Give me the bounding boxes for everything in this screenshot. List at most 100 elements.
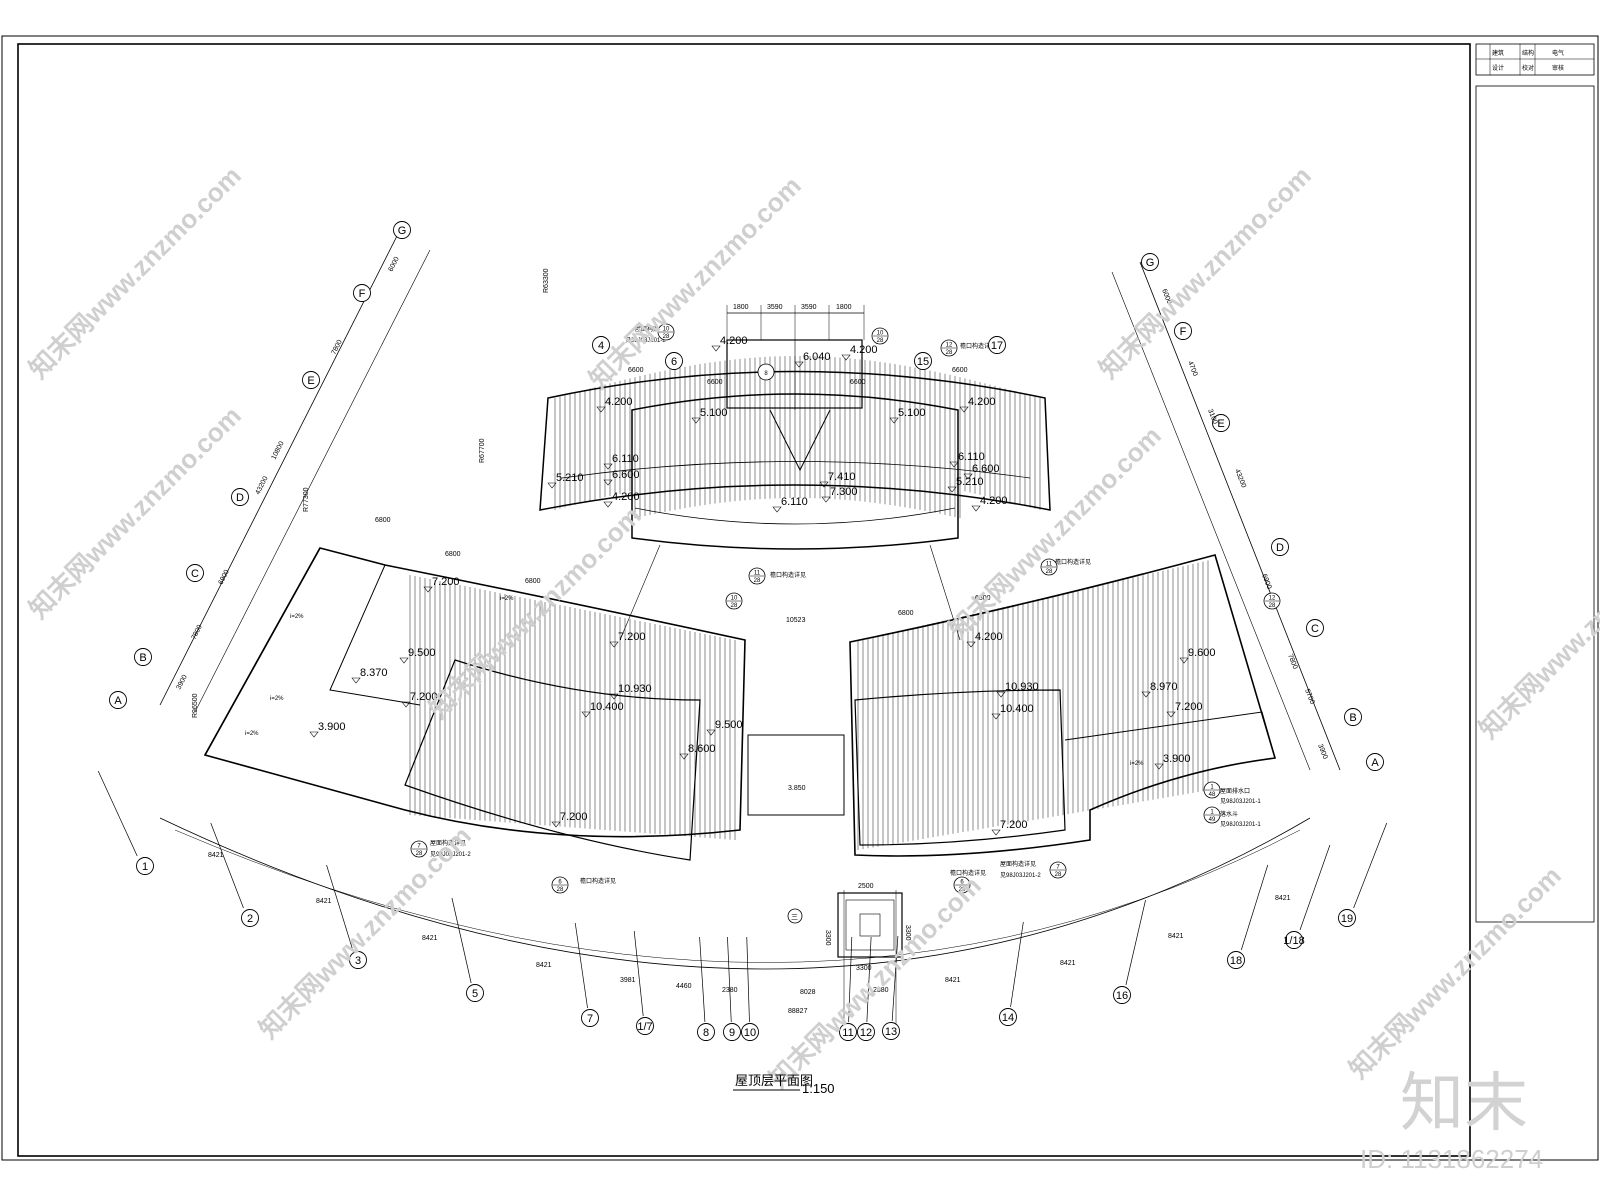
detail-note: 见98J03J201-2: [625, 337, 666, 344]
detail-note: 屋面构造详见: [635, 325, 671, 333]
detail-callout-sheet: 28: [1055, 872, 1062, 878]
arc-dimension-label: 8028: [800, 989, 816, 996]
level-value: 5.210: [556, 472, 584, 484]
detail-callout-sheet: 28: [959, 887, 966, 893]
arc-dimension-label: 8421: [536, 962, 552, 969]
axis-spacing-label: 6900: [218, 569, 231, 586]
axis-spacing-label: 3100: [1206, 408, 1218, 425]
left-axis-chain: 43200: [159, 229, 431, 713]
axis-bubble-right: A: [1366, 753, 1384, 771]
axis-bubble-bottom-label: 16: [1116, 990, 1128, 1002]
arc-dimension-label: 8421: [422, 935, 438, 942]
axis-leader-line: [699, 936, 706, 1023]
detail-note: 见98J03J201-1: [1220, 798, 1261, 805]
arc-dimension-label: 4460: [676, 983, 692, 990]
east-roof-block: [849, 554, 1277, 857]
level-mark: 7.300: [821, 486, 858, 503]
axis-spacing-label: 5700: [1303, 688, 1315, 705]
level-value: 4.200: [980, 495, 1008, 507]
arc-dimension-label: 8421: [1168, 933, 1184, 940]
axis-bubble-top: 4: [592, 336, 610, 354]
axis-bubble-right-label: F: [1180, 326, 1187, 338]
axis-bubble-right-label: D: [1276, 542, 1284, 554]
level-mark: 9.500: [399, 647, 436, 664]
level-value: 4.200: [605, 396, 633, 408]
detail-callout: 728: [1049, 861, 1067, 879]
axis-leader-line: [326, 864, 354, 951]
level-value: 5.100: [898, 407, 926, 419]
level-mark: 7.200: [423, 576, 460, 593]
detail-callout: 628: [953, 876, 971, 894]
drawing-title: 屋顶层平面图 1:150: [733, 1073, 835, 1096]
level-mark: 4.200: [841, 344, 878, 361]
level-value: 3.900: [1163, 753, 1191, 765]
dimension-label: 3590: [767, 304, 783, 311]
level-mark: 6.110: [772, 496, 808, 513]
axis-bubble-bottom: 16: [1113, 986, 1131, 1004]
title-block: 建筑 结构 电气 设计 校对 审核: [1475, 43, 1595, 923]
axis-spacing-label: 3900: [1316, 743, 1328, 760]
axis-bubble-left: G: [393, 221, 411, 239]
level-value: 8.370: [360, 667, 388, 679]
axis-spacing-label: 7800: [1286, 653, 1298, 670]
level-mark: 10.930: [996, 681, 1039, 698]
axis-bubble-bottom: 9: [723, 1023, 741, 1041]
axis-bubble-right-label: B: [1349, 712, 1356, 724]
axis-bubble-bottom-label: 8: [703, 1027, 709, 1039]
detail-callout-sheet: 28: [731, 603, 738, 609]
level-mark: 9.600: [1179, 647, 1216, 664]
axis-leader-line: [891, 935, 899, 1022]
watermark-text: 知末网www.znzmo.com: [583, 170, 807, 394]
axis-bubble-bottom: 14: [999, 1008, 1017, 1026]
radius-label: R77300: [303, 487, 310, 512]
level-mark: 6.110: [949, 451, 985, 468]
arc-dimension-label: 3981: [620, 977, 636, 984]
detail-callout-number: 1: [1210, 785, 1214, 791]
axis-bubble-bottom: 1/7: [636, 1017, 654, 1035]
detail-callout-sheet: 28: [557, 887, 564, 893]
axis-bubble-left-label: G: [398, 225, 407, 237]
axis-bubble-top: 6: [665, 352, 683, 370]
dimension-total: 88827: [788, 1008, 808, 1015]
level-value: 9.600: [1188, 647, 1216, 659]
level-mark: 7.200: [609, 631, 646, 648]
axis-leader-line: [848, 936, 853, 1023]
axis-leader-line: [1353, 822, 1388, 909]
dimension-label: 6600: [850, 379, 866, 386]
level-value: 10.930: [618, 683, 652, 695]
stair-tower: [726, 339, 863, 409]
radius-label: R63300: [543, 268, 550, 293]
axis-bubble-top-label: 6: [671, 356, 677, 368]
west-roof-block: [203, 547, 746, 861]
dimension-label: 6800: [375, 517, 391, 524]
axis-bubble-top: 15: [914, 352, 932, 370]
center-link: 3.850: [619, 544, 961, 816]
detail-callout-number: 12: [946, 343, 953, 349]
detail-callout: 728: [410, 840, 428, 858]
level-mark: 7.200: [551, 811, 588, 828]
title-block-cell: 电气: [1552, 49, 1564, 57]
level-mark: 10.400: [581, 701, 624, 718]
level-value: 6.110: [958, 451, 985, 463]
slope-note: i=2%: [290, 614, 304, 620]
axis-bubble-bottom: 13: [882, 1022, 900, 1040]
axis-leader-line: [1010, 921, 1024, 1008]
dimension-label: 3300: [904, 925, 911, 941]
axis-bubble-left-label: D: [236, 492, 244, 504]
axis-bubble-bottom: 11: [839, 1023, 857, 1041]
axis-bubble-left: E: [302, 371, 320, 389]
axis-leader-line: [210, 822, 244, 909]
axis-spacing-label: 10800: [271, 440, 286, 461]
axis-bubble-left: B: [134, 648, 152, 666]
axis-bubble-top: 17: [988, 336, 1006, 354]
level-mark: 7.200: [401, 691, 438, 708]
detail-callout-number: 10: [877, 331, 884, 337]
axis-bubble-left: F: [353, 284, 371, 302]
axis-bubble-bottom-label: 11: [842, 1027, 853, 1039]
level-mark: 5.210: [547, 472, 584, 489]
level-value: 6.110: [612, 453, 639, 465]
